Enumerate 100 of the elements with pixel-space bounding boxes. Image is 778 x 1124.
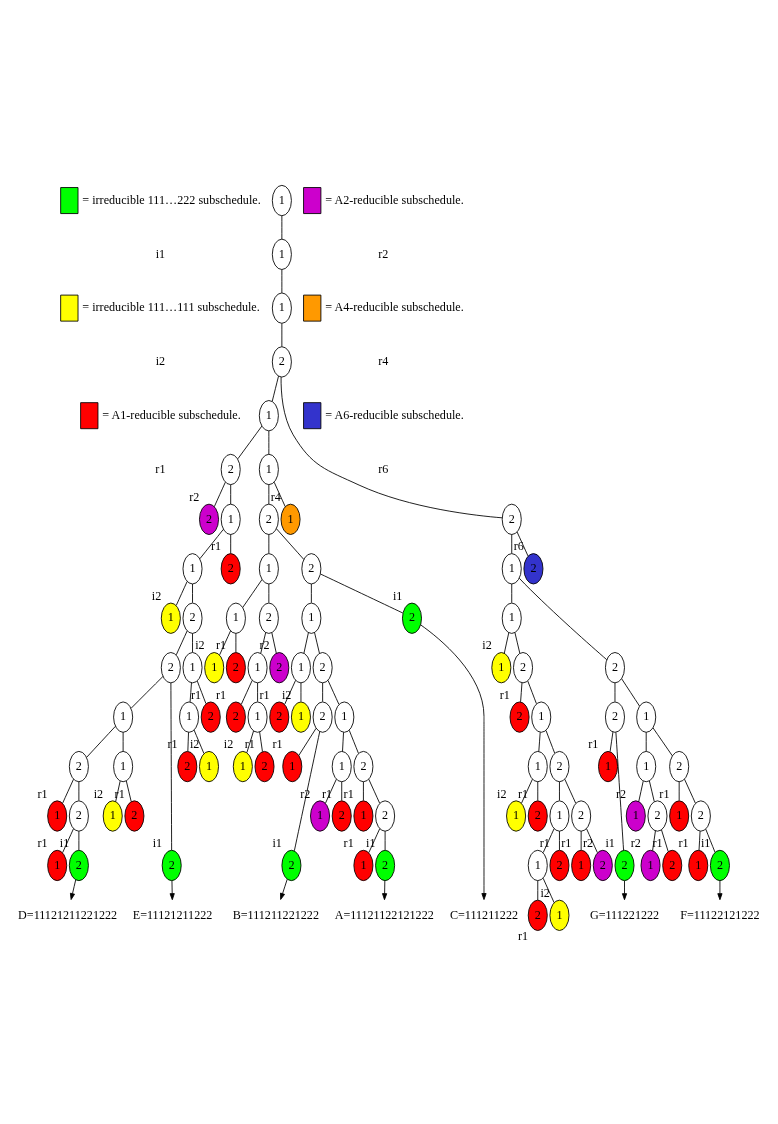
- node-ellipse: 2: [353, 750, 374, 782]
- arrow: [69, 879, 77, 900]
- node-text: C=111211222: [449, 907, 519, 922]
- node-ellipse: 2: [177, 750, 198, 782]
- node-ellipse: 1: [280, 503, 301, 535]
- node-ellipse: 1: [353, 799, 374, 832]
- node-ellipse: 1: [353, 849, 374, 881]
- legend-label: = A4-reducible subschedule.: [325, 299, 464, 314]
- arrow: [382, 879, 388, 900]
- node-ellipse: 2: [160, 651, 181, 683]
- connector: [192, 583, 193, 603]
- node-ellipse: 2: [225, 701, 246, 733]
- node-label: r6: [513, 538, 524, 553]
- node-ellipse: 2: [513, 651, 533, 683]
- node-ellipse: 2: [258, 503, 279, 535]
- label: i2: [155, 353, 166, 368]
- connector: [314, 631, 320, 653]
- node-ellipse: 2: [68, 799, 89, 832]
- node-label: r1: [561, 835, 572, 850]
- connector: [257, 681, 258, 702]
- connector: [268, 583, 270, 603]
- node-ellipse: 2: [68, 750, 89, 782]
- node-ellipse: 1: [258, 399, 279, 431]
- connector: [62, 827, 74, 853]
- arrow: [280, 878, 288, 900]
- arrow: [169, 879, 175, 900]
- arrow: [621, 879, 628, 900]
- node-ellipse: 2: [501, 503, 522, 535]
- node-ellipse: 2: [662, 849, 683, 881]
- node-ellipse: 1: [501, 602, 522, 634]
- connector: [260, 631, 267, 653]
- connector: [327, 679, 340, 705]
- node-ellipse: 1: [625, 799, 646, 832]
- node-ellipse: 1: [204, 651, 225, 683]
- node-ellipse: 2: [269, 701, 290, 733]
- connector: [268, 430, 270, 455]
- connector: [661, 829, 669, 852]
- label: r6: [378, 461, 389, 476]
- connector: [615, 731, 624, 850]
- node-ellipse: 2: [527, 899, 548, 931]
- connector: [368, 827, 381, 853]
- connector: [298, 727, 317, 756]
- connector: [125, 780, 132, 802]
- connector: [348, 729, 359, 754]
- connector: [645, 731, 647, 751]
- node-label: i2: [189, 736, 200, 751]
- connector: [537, 879, 539, 900]
- connector: [130, 675, 164, 709]
- node-ellipse: 1: [220, 503, 241, 535]
- legend-label: = irreducible 111…111 subschedule.: [82, 299, 260, 314]
- connector: [246, 730, 254, 753]
- connector: [175, 580, 188, 606]
- node-label: r1: [343, 786, 354, 801]
- node-ellipse: 1: [271, 238, 292, 270]
- node-ellipse: 1: [47, 849, 68, 881]
- connector: [678, 780, 680, 801]
- node-label: i2: [195, 637, 205, 652]
- connector: [545, 729, 556, 753]
- node-ellipse: 2: [258, 602, 279, 634]
- node-label: r1: [517, 786, 529, 801]
- connector: [189, 681, 192, 702]
- node-label: i2: [497, 786, 507, 801]
- connector: [537, 780, 539, 801]
- node-label: i1: [605, 835, 615, 850]
- node-label: r1: [343, 835, 354, 850]
- connector: [115, 780, 121, 802]
- connector: [542, 877, 555, 903]
- node-label: r1: [539, 835, 550, 850]
- node-label: r1: [517, 928, 529, 943]
- node-ellipse: 1: [160, 602, 181, 634]
- arrow: [420, 624, 487, 900]
- node-ellipse: 2: [254, 750, 275, 782]
- label: r2: [378, 246, 389, 261]
- connector: [521, 778, 533, 804]
- legend-label: = A6-reducible subschedule.: [325, 407, 464, 422]
- node-label: i2: [151, 588, 162, 603]
- connector: [62, 778, 74, 804]
- node-ellipse: 2: [220, 453, 241, 485]
- node-label: i1: [59, 835, 70, 850]
- connector: [684, 778, 696, 804]
- connector: [511, 533, 513, 554]
- label: r4: [378, 353, 389, 368]
- node-ellipse: 2: [592, 849, 613, 881]
- node-label: i2: [281, 687, 292, 702]
- legend-label: = A1-reducible subschedule.: [102, 407, 241, 422]
- node-ellipse: 1: [669, 799, 690, 832]
- connector: [614, 681, 616, 702]
- connector: [86, 725, 116, 758]
- connector: [320, 573, 404, 613]
- connector: [196, 680, 207, 704]
- node-label: r1: [37, 835, 48, 850]
- connector: [187, 731, 189, 752]
- connector: [514, 631, 521, 653]
- connector: [698, 830, 701, 851]
- node-ellipse: 1: [271, 184, 292, 216]
- connector: [268, 483, 270, 504]
- connector: [271, 375, 279, 402]
- connector: [237, 425, 263, 459]
- connector: [230, 483, 232, 504]
- node-ellipse: 1: [527, 750, 548, 782]
